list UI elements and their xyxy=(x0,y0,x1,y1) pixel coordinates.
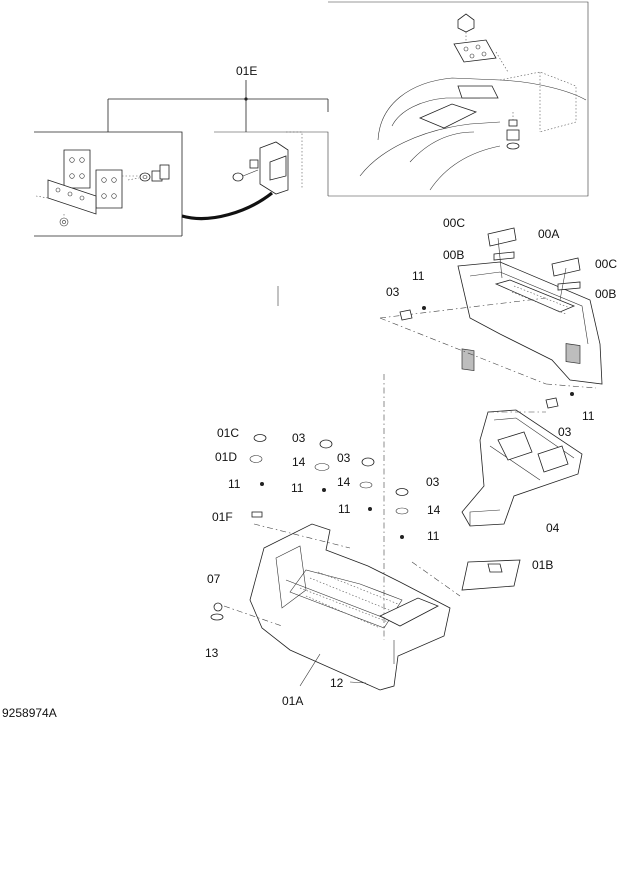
callout-01d: 01D xyxy=(215,450,237,464)
callout-03-a: 03 xyxy=(386,285,400,299)
callout-00a: 00A xyxy=(538,227,559,241)
bolt-and-washer xyxy=(127,164,170,182)
fastener-cluster xyxy=(210,434,409,685)
callout-04: 04 xyxy=(546,521,560,535)
callout-00c-top: 00C xyxy=(443,216,465,230)
callout-14-c: 14 xyxy=(427,503,441,517)
callout-13: 13 xyxy=(205,646,219,660)
callout-03-d: 03 xyxy=(337,451,351,465)
callout-12: 12 xyxy=(330,676,344,690)
callout-11-e: 11 xyxy=(338,502,351,516)
callout-00c-right: 00C xyxy=(595,257,617,271)
callout-07: 07 xyxy=(207,572,221,586)
detail-01e: 01E xyxy=(34,1,589,237)
floor-console-01a xyxy=(223,374,521,691)
callout-01e: 01E xyxy=(236,64,257,78)
callout-01a: 01A xyxy=(282,694,303,708)
callout-14-a: 14 xyxy=(292,455,306,469)
callout-03-c: 03 xyxy=(292,431,306,445)
drawing-number: 9258974A xyxy=(2,706,57,720)
hinge-plate-assembly xyxy=(35,149,140,227)
callout-01c: 01C xyxy=(217,426,239,440)
callout-03-e: 03 xyxy=(426,475,440,489)
callout-11-f: 11 xyxy=(427,529,440,543)
callout-11-b: 11 xyxy=(582,409,595,423)
callout-03-b: 03 xyxy=(558,425,572,439)
latch-bracket xyxy=(232,131,303,195)
cab-roof-view xyxy=(328,1,589,197)
callout-14-b: 14 xyxy=(337,475,351,489)
callout-00b-top: 00B xyxy=(443,248,464,262)
rear-cover-00a xyxy=(277,227,603,409)
callout-11-a: 11 xyxy=(412,269,425,283)
callout-00b-right: 00B xyxy=(595,287,616,301)
callout-01f: 01F xyxy=(212,510,233,524)
air-duct-04 xyxy=(461,409,583,527)
callout-11-c: 11 xyxy=(228,477,241,491)
callout-11-d: 11 xyxy=(291,481,304,495)
callout-01b: 01B xyxy=(532,558,553,572)
